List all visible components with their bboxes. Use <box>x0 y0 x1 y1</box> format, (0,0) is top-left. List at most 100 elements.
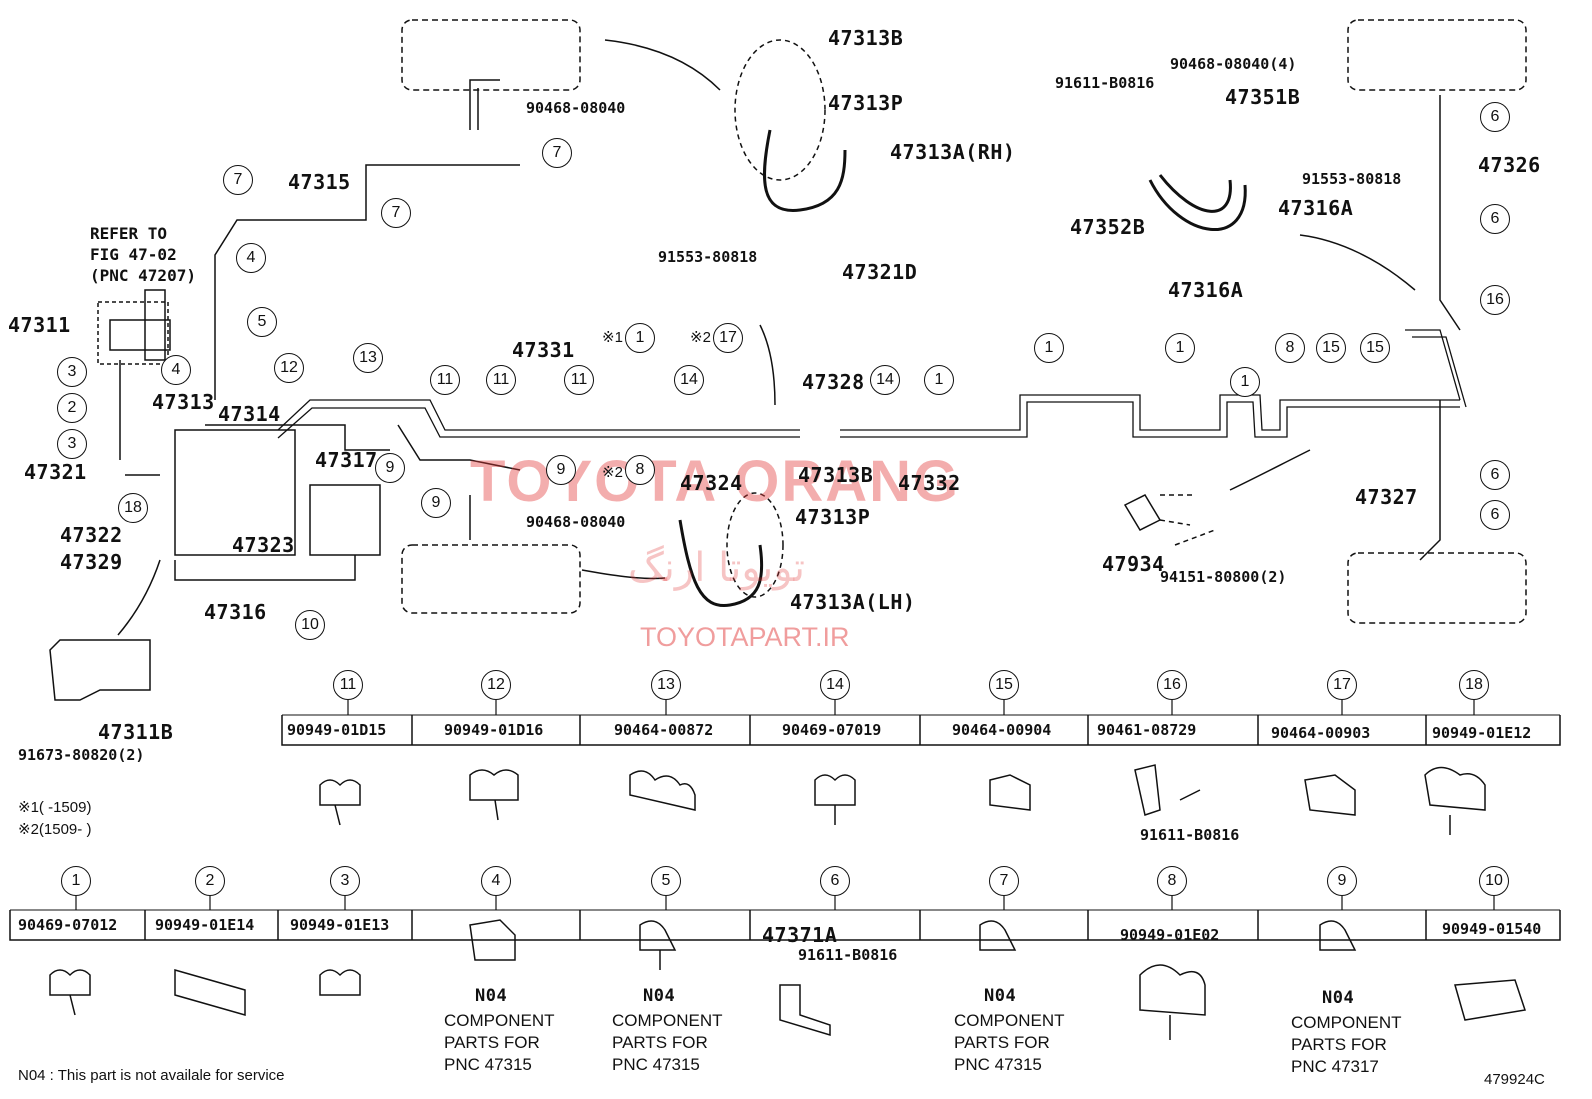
clip-part-1: 90469-07012 <box>18 916 118 934</box>
callout-9: 9 <box>546 455 576 485</box>
part-label-47331: 47331 <box>512 338 575 362</box>
callout-14: 14 <box>870 365 900 395</box>
line-47326 <box>1439 95 1461 331</box>
marker-2b: ※2 <box>602 464 623 481</box>
clip-part-12: 90949-01D16 <box>444 721 544 739</box>
clip-icon-4 <box>469 919 516 961</box>
callout-5: 5 <box>247 307 277 337</box>
callout-11: 11 <box>430 365 460 395</box>
clip-icon-9 <box>1319 920 1357 951</box>
callout-1: 1 <box>1034 333 1064 363</box>
callout-3: 3 <box>57 429 87 459</box>
part-label-47324: 47324 <box>680 471 743 495</box>
part-label-47322: 47322 <box>60 523 123 547</box>
callout-15: 15 <box>1360 333 1390 363</box>
n04-note-7-line2: PARTS FOR <box>954 1033 1050 1052</box>
clip-ref-17: 17 <box>1327 670 1357 700</box>
callout-9: 9 <box>375 453 405 483</box>
clip-ref-18: 18 <box>1459 670 1489 700</box>
dashed-box-47311 <box>97 301 169 365</box>
callout-16: 16 <box>1480 285 1510 315</box>
part-label-47316: 47316 <box>204 600 267 624</box>
clip-part-3: 90949-01E13 <box>290 916 390 934</box>
n04-note-9-line2: PARTS FOR <box>1291 1035 1387 1054</box>
clip-part-14: 90469-07019 <box>782 721 882 739</box>
clip-ref-13: 13 <box>651 670 681 700</box>
n04-code-7: N04 <box>984 986 1017 1006</box>
n04-note-5-line2: PARTS FOR <box>612 1033 708 1052</box>
dashed-box-right-top <box>1347 19 1527 91</box>
callout-11: 11 <box>486 365 516 395</box>
n04-note-7-line3: PNC 47315 <box>954 1055 1042 1074</box>
n04-code-5: N04 <box>643 986 676 1006</box>
line-47315 <box>214 164 520 400</box>
n04-note-9-line1: COMPONENT <box>1291 1013 1402 1032</box>
callout-6: 6 <box>1480 102 1510 132</box>
part-label-47317: 47317 <box>315 448 378 472</box>
callout-12: 12 <box>274 353 304 383</box>
part-label-47313a-lh: 47313A(LH) <box>790 590 916 614</box>
callout-14: 14 <box>674 365 704 395</box>
line-47316 <box>174 555 356 581</box>
line-47317 <box>205 424 390 451</box>
n04-note-5-line3: PNC 47315 <box>612 1055 700 1074</box>
watermark-site: TOYOTAPART.IR <box>640 622 850 652</box>
part-label-47326: 47326 <box>1478 153 1541 177</box>
callout-1: 1 <box>1165 333 1195 363</box>
part-label-47328: 47328 <box>802 370 865 394</box>
part-label-47371a: 47371A <box>762 923 838 947</box>
part-label-47332: 47332 <box>898 471 961 495</box>
small-label-91611-row2: 91611-B0816 <box>798 946 898 964</box>
abs-actuator <box>309 484 381 556</box>
part-label-47316a-b: 47316A <box>1168 278 1244 302</box>
n04-note-7-line1: COMPONENT <box>954 1011 1065 1030</box>
small-label-91611-row1: 91611-B0816 <box>1140 826 1240 844</box>
clip-icon-10 <box>1454 979 1526 1021</box>
part-label-47321d: 47321D <box>842 260 918 284</box>
small-label-91553-right: 91553-80818 <box>1302 170 1402 188</box>
clip-icon-14 <box>814 774 856 825</box>
hose-rh-detail <box>734 39 826 181</box>
part-label-47313b-mid: 47313B <box>798 463 874 487</box>
callout-4: 4 <box>161 355 191 385</box>
part-label-47327: 47327 <box>1355 485 1418 509</box>
clip-part-15: 90464-00904 <box>952 721 1052 739</box>
clip-ref-5: 5 <box>651 866 681 896</box>
part-label-47311: 47311 <box>8 313 71 337</box>
footnote-1: ※1( -1509) <box>18 799 92 816</box>
refer-line-3: (PNC 47207) <box>90 266 196 285</box>
callout-7: 7 <box>381 198 411 228</box>
clip-part-13: 90464-00872 <box>614 721 714 739</box>
clip-icon-12 <box>469 769 519 821</box>
clip-ref-10: 10 <box>1479 866 1509 896</box>
clip-ref-15: 15 <box>989 670 1019 700</box>
clip-icon-11 <box>319 779 361 826</box>
clip-icon-1 <box>49 969 91 1016</box>
n04-code-9: N04 <box>1322 988 1355 1008</box>
callout-7: 7 <box>542 138 572 168</box>
clip-ref-11: 11 <box>333 670 363 700</box>
callout-4: 4 <box>236 243 266 273</box>
clip-icon-15 <box>989 774 1031 811</box>
marker-1: ※1 <box>602 329 623 346</box>
clip-icon-16 <box>1134 764 1201 816</box>
part-label-47352b: 47352B <box>1070 215 1146 239</box>
callout-6: 6 <box>1480 500 1510 530</box>
clip-icon-3 <box>319 969 361 996</box>
callout-18: 18 <box>118 493 148 523</box>
footnote-n04: N04 : This part is not availale for serv… <box>18 1067 285 1084</box>
watermark-persian: تويوتا ارنگ <box>628 545 805 591</box>
line-top-loop <box>469 79 500 130</box>
clip-icon-2 <box>174 969 246 1016</box>
arrow-top <box>604 39 721 91</box>
marker-2: ※2 <box>690 329 711 346</box>
bracket-icon-6 <box>779 984 831 1037</box>
clip-ref-8: 8 <box>1157 866 1187 896</box>
clip-ref-16: 16 <box>1157 670 1187 700</box>
callout-10: 10 <box>295 610 325 640</box>
refer-line-1: REFER TO <box>90 224 168 243</box>
part-label-47329: 47329 <box>60 550 123 574</box>
line-47327 <box>1419 400 1441 561</box>
callout-8: 8 <box>625 455 655 485</box>
